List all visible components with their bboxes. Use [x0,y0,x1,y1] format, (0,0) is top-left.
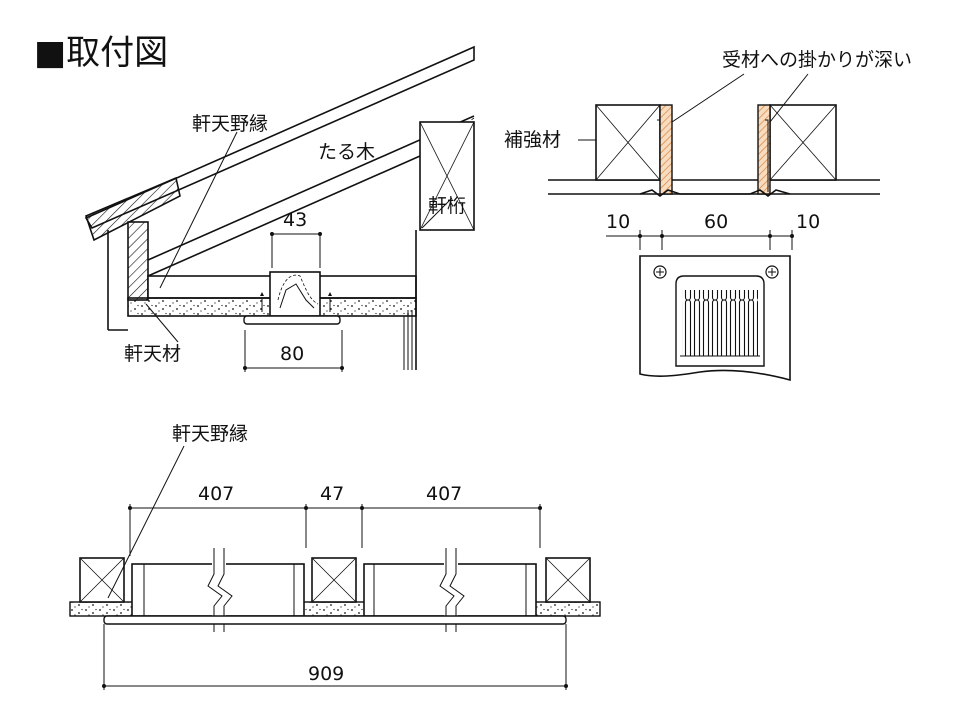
reinforcement-left [659,104,673,195]
detail-view: 受材への掛かりが深い 補強材 10 60 10 [504,49,912,382]
dim-center: 60 [704,211,728,233]
dim-left: 10 [606,211,630,233]
label-nokigeta: 軒桁 [428,195,466,217]
dim-total: 909 [308,663,344,685]
plan-joist [311,557,357,603]
page-title: ■取付図 [34,33,168,73]
reinforcement-right [757,104,771,195]
dim-span-left: 407 [198,483,234,505]
dim-flange: 80 [280,343,304,365]
vent-louver-slats [682,290,758,356]
dim-right: 10 [796,211,820,233]
side-section-view: 軒天野縁 たる木 軒桁 軒天材 43 80 [84,45,475,372]
vent-flange [243,315,341,325]
vent-housing [269,271,321,317]
eave-fascia-board [85,176,181,242]
dim-span-right: 407 [426,483,462,505]
dim-joist: 47 [320,483,344,505]
label-reinforcement: 補強材 [504,129,561,151]
label-nokiten-zai: 軒天材 [124,343,181,365]
plan-view: 軒天野縁 407 47 407 909 [69,423,601,690]
screw-icon [765,265,779,279]
plan-vent-left [131,548,305,632]
plan-flange [103,615,567,625]
label-taruki: たる木 [318,141,375,163]
screw-icon [653,265,667,279]
plan-vent-right [363,548,537,632]
label-receiving-depth: 受材への掛かりが深い [722,49,912,71]
label-noten-nobuchi-side: 軒天野縁 [192,113,268,135]
plan-joist [79,557,125,603]
label-noten-nobuchi-plan: 軒天野縁 [172,423,248,445]
dim-opening: 43 [283,209,307,231]
fascia [127,221,149,301]
plan-joist [545,557,591,603]
